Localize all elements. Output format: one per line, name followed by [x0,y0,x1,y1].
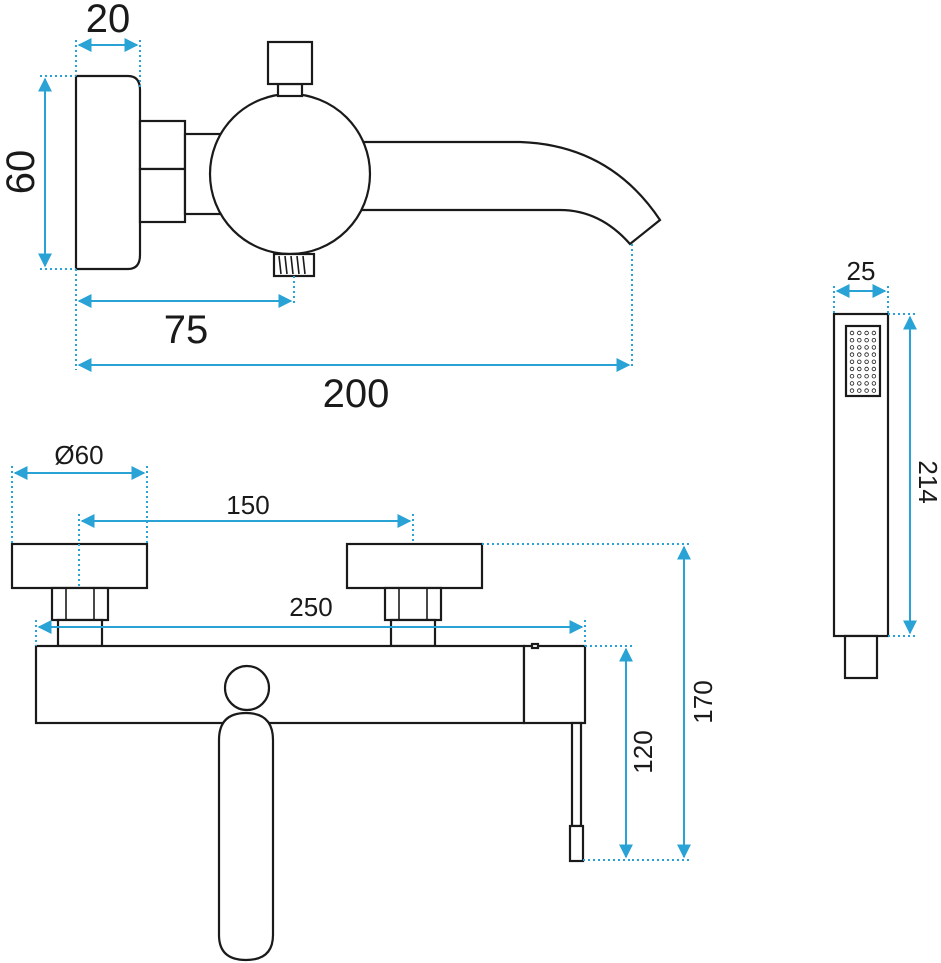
spray-nozzle [857,330,862,336]
spray-nozzle [857,381,862,386]
spray-nozzle [864,359,869,364]
spray-nozzle [864,381,869,386]
outlet-thread [278,255,306,275]
spray-nozzle [857,366,862,372]
dim-label-body-width: 250 [289,592,332,622]
spray-nozzle [849,366,855,372]
spray-nozzle [849,359,855,364]
spray-nozzle [864,366,869,372]
spray-nozzle [871,359,877,364]
spray-nozzle [864,338,869,343]
dim-label-height: 60 [0,150,43,195]
dim-label-depth: 20 [86,0,131,41]
spray-nozzle [857,388,862,393]
spray-nozzle [871,330,877,336]
dim-label-spout-length: 200 [323,372,390,416]
spray-nozzle [871,388,877,393]
hand-shower-face [844,324,882,398]
spray-nozzle [849,338,855,343]
spray-nozzle [849,352,855,357]
spray-nozzle [857,345,862,350]
hand-shower-view: 25 214 [832,256,941,680]
spray-nozzle [857,374,862,379]
front-view: Ø60 150 250 120 170 [10,440,718,962]
mixer-body-circle [208,92,372,256]
top-handle [266,40,314,86]
dim-label-connection-diameter: Ø60 [54,440,103,470]
spray-nozzle [871,352,877,357]
lever-stem [530,642,540,650]
lever-tip [568,824,585,863]
spray-nozzle [864,352,869,357]
hand-shower-connector [843,634,879,680]
spray-nozzle [857,352,862,357]
dim-label-total-height: 170 [688,680,718,723]
front-spout [217,711,275,962]
right-stem [389,618,437,648]
right-escutcheon [345,542,484,590]
spray-nozzle [871,381,877,386]
mixer-handle-block [522,644,587,725]
lever-rod [570,721,583,828]
spray-nozzle [864,374,869,379]
wall-plate [74,74,142,271]
connector-nut-upper [138,119,187,171]
spray-nozzle [849,388,855,393]
spray-nozzle [849,345,855,350]
spray-nozzle [864,330,869,336]
spray-nozzle [871,366,877,372]
dim-label-inlet-offset: 75 [164,308,209,352]
dim-label-handshower-length: 214 [913,460,941,503]
spray-nozzle [871,345,877,350]
spray-nozzle [864,345,869,350]
connector-nut-lower [138,167,187,224]
right-nut [383,586,443,622]
spray-nozzle [871,374,877,379]
spray-nozzle [849,330,855,336]
mixer-main-body [34,644,526,725]
spray-nozzle [857,338,862,343]
left-stem [56,618,104,648]
spray-nozzle [849,381,855,386]
spray-nozzle [864,388,869,393]
spray-nozzle [857,359,862,364]
spout [343,140,662,246]
top-handle-stem [276,82,304,98]
dim-label-handshower-width: 25 [847,256,876,286]
spray-nozzle [849,374,855,379]
left-nut [50,586,110,622]
spray-nozzle [871,338,877,343]
dim-label-body-height: 120 [628,730,658,773]
side-view: 20 60 75 200 [0,0,662,416]
spray-nozzles [849,330,877,393]
dim-label-connection-spacing: 150 [226,490,269,520]
diverter-knob [223,664,271,712]
